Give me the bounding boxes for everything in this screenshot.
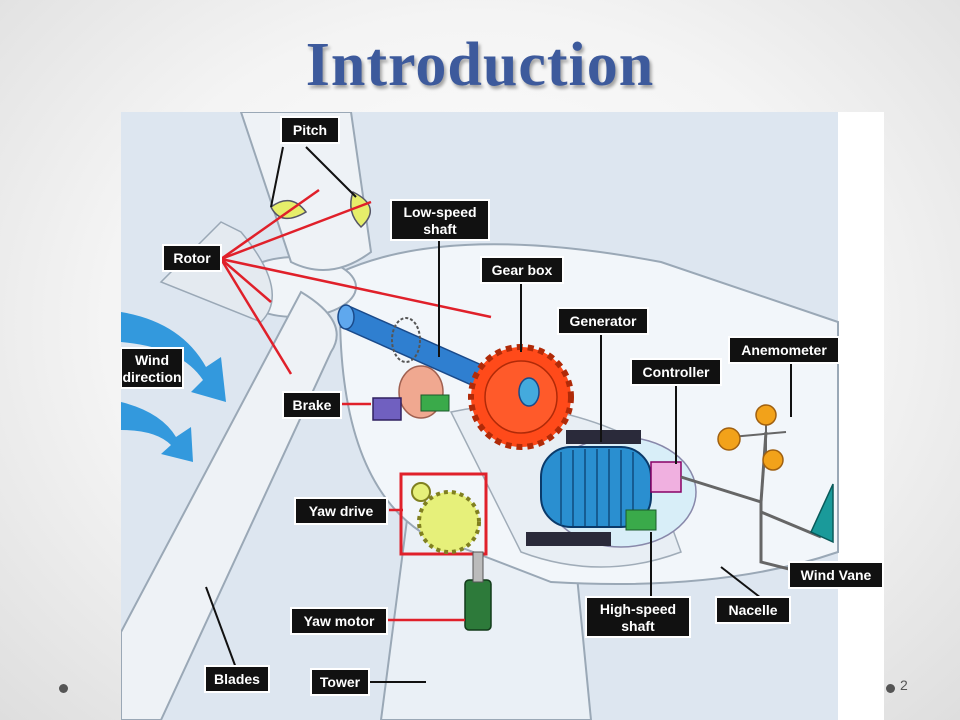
label-blades-text: Blades <box>214 671 260 687</box>
label-yaw-motor: Yaw motor <box>290 607 388 635</box>
label-wind-direction: Wind direction <box>121 347 184 389</box>
blade-top <box>239 112 373 271</box>
yaw-gear <box>417 490 481 554</box>
yaw-motor-body <box>464 579 492 631</box>
wind-turbine-diagram: Pitch Rotor Low-speed shaft Gear box Gen… <box>121 112 884 720</box>
yaw-motor-shaft <box>472 551 484 583</box>
shaft-bearing <box>391 317 421 363</box>
generator-magnet-bottom <box>526 532 611 546</box>
label-low-speed-shaft: Low-speed shaft <box>390 199 490 241</box>
footer-dot-left <box>59 684 68 693</box>
yaw-drive-highlight <box>399 472 488 556</box>
label-pitch-text: Pitch <box>293 122 327 138</box>
label-wind-direction-line2: direction <box>122 369 181 385</box>
rotor-pointers <box>219 188 492 375</box>
label-generator-text: Generator <box>570 313 637 329</box>
yaw-pinion <box>411 482 431 502</box>
label-pitch: Pitch <box>280 116 340 144</box>
footer-dot-right <box>886 684 895 693</box>
label-wind-vane: Wind Vane <box>788 561 884 589</box>
label-tower: Tower <box>310 668 370 696</box>
label-yaw-drive: Yaw drive <box>294 497 388 525</box>
label-high-speed-shaft: High-speed shaft <box>585 596 691 638</box>
label-rotor: Rotor <box>162 244 222 272</box>
label-generator: Generator <box>557 307 649 335</box>
label-controller: Controller <box>630 358 722 386</box>
wind-arrow-lower <box>121 402 193 462</box>
label-blades: Blades <box>204 665 270 693</box>
wind-vane-fin <box>810 483 834 544</box>
label-anemometer: Anemometer <box>728 336 840 364</box>
label-gear-box: Gear box <box>480 256 564 284</box>
wind-turbine-illustration: Pitch Rotor Low-speed shaft Gear box Gen… <box>121 112 884 720</box>
controller-cable <box>680 475 802 574</box>
high-speed-shaft-shape <box>625 509 657 531</box>
page-number: 2 <box>900 677 908 693</box>
label-rotor-text: Rotor <box>173 250 211 266</box>
label-low-speed-shaft-line2: shaft <box>423 221 457 237</box>
label-yaw-drive-text: Yaw drive <box>309 503 374 519</box>
brake-block <box>372 397 402 421</box>
label-low-speed-shaft-line1: Low-speed <box>403 204 476 220</box>
label-anemometer-text: Anemometer <box>741 342 827 358</box>
label-nacelle-text: Nacelle <box>728 602 777 618</box>
label-high-speed-shaft-line2: shaft <box>621 618 655 634</box>
wind-vane-arm <box>760 510 822 539</box>
pitch-arrow-right <box>350 190 371 229</box>
label-brake-text: Brake <box>293 397 332 413</box>
label-brake: Brake <box>282 391 342 419</box>
controller-box <box>650 461 682 493</box>
generator-magnet-top <box>566 430 641 444</box>
generator-windings <box>560 449 634 527</box>
label-wind-vane-text: Wind Vane <box>801 567 872 583</box>
label-gear-box-text: Gear box <box>492 262 553 278</box>
gear-hub <box>518 377 540 407</box>
label-yaw-motor-text: Yaw motor <box>304 613 375 629</box>
anemometer-device <box>717 404 787 471</box>
shaft-end <box>337 304 355 330</box>
slide-title: Introduction <box>305 31 655 99</box>
brake-shaft <box>420 394 450 412</box>
label-nacelle: Nacelle <box>715 596 791 624</box>
label-high-speed-shaft-line1: High-speed <box>600 601 676 617</box>
label-tower-text: Tower <box>320 674 361 690</box>
label-wind-direction-line1: Wind <box>135 352 169 368</box>
label-controller-text: Controller <box>643 364 710 380</box>
wind-arrow-upper <box>121 312 226 402</box>
